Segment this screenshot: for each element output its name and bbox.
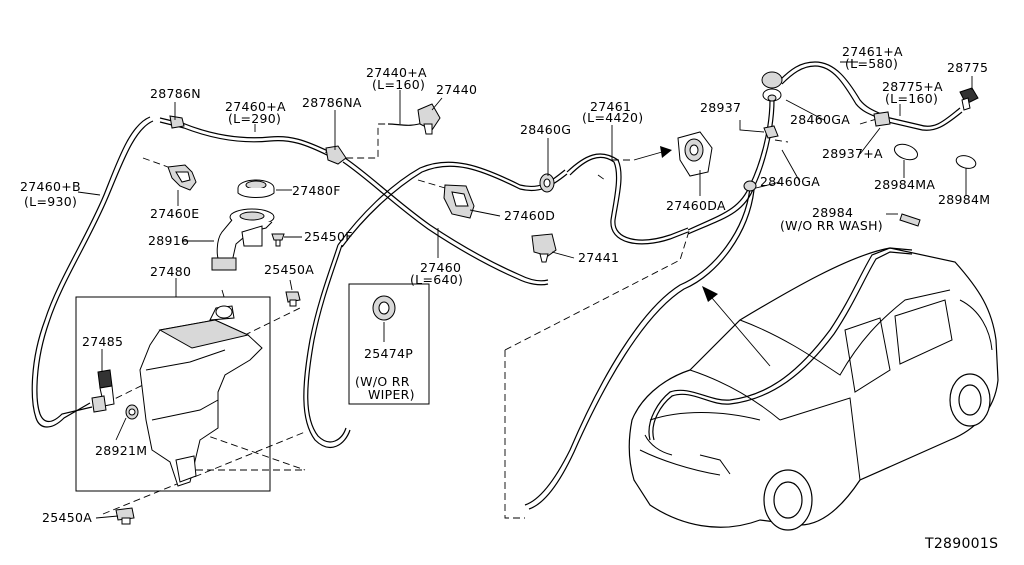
part-labels: 27460+B (L=930) 28786N 27460+A (L=290) 2… — [20, 44, 998, 552]
bolt-25450A-lower — [115, 507, 135, 525]
label-25450F: 25450F — [304, 229, 353, 244]
label-28460G: 28460G — [520, 122, 571, 137]
clip-27460D — [443, 184, 475, 219]
joint-28937-A — [873, 111, 891, 127]
label-27461-A-length: (L=580) — [845, 56, 898, 71]
label-28916: 28916 — [148, 233, 189, 248]
arrow-to-car — [702, 286, 771, 367]
hose-27460-A — [159, 117, 331, 157]
label-27460-A: 27460+A — [225, 99, 286, 114]
label-27440-A-length: (L=160) — [372, 77, 425, 92]
cap-28984M — [955, 155, 977, 169]
grommet-28460GA-top — [761, 71, 783, 102]
label-25450A-lower: 25450A — [42, 510, 92, 525]
grommet-28460GA-lower — [743, 180, 757, 192]
label-27460-B: 27460+B — [20, 179, 81, 194]
label-27480: 27480 — [150, 264, 191, 279]
label-27460E: 27460E — [150, 206, 199, 221]
hose-27460-B — [31, 116, 154, 428]
arrow-to-27460DA — [633, 146, 672, 161]
car-hose-routing — [648, 247, 913, 441]
label-28460GA-lower: 28460GA — [760, 174, 820, 189]
label-28921M: 28921M — [95, 443, 147, 458]
label-28460GA-upper: 28460GA — [790, 112, 850, 127]
grommet-25474P — [372, 295, 396, 321]
label-27440: 27440 — [436, 82, 477, 97]
label-28984M: 28984M — [938, 192, 990, 207]
filler-neck-28916 — [211, 208, 275, 271]
cap-27480F — [237, 179, 275, 198]
label-27460-B-length: (L=930) — [24, 194, 77, 209]
label-28937-A: 28937+A — [822, 146, 883, 161]
label-25450A-upper: 25450A — [264, 262, 314, 277]
clamp-27460E — [167, 164, 197, 191]
hose-27461-A — [779, 61, 963, 131]
leader-lines — [77, 61, 973, 519]
bolt-25450F — [271, 233, 285, 247]
reservoir-group-frame — [75, 296, 271, 492]
diagram-id: T289001S — [924, 536, 998, 552]
nozzle-27440 — [417, 103, 441, 135]
label-27461-length: (L=4420) — [582, 110, 643, 125]
reservoir-27480 — [139, 305, 263, 487]
label-28775-A-length: (L=160) — [885, 91, 938, 106]
nozzle-27441 — [531, 233, 557, 263]
label-28937: 28937 — [700, 100, 741, 115]
grommet-28921M — [125, 404, 139, 420]
hose-loop-center — [303, 161, 568, 448]
label-27460-length: (L=640) — [410, 272, 463, 287]
cap-28984MA — [893, 143, 919, 161]
hose-27461 — [566, 153, 689, 245]
joint-28786N — [169, 115, 185, 129]
label-27485: 27485 — [82, 334, 123, 349]
label-wo-rr-wiper-line1: (W/O RR — [355, 374, 410, 389]
inset-25474P-frame — [348, 283, 430, 405]
label-27461-A: 27461+A — [842, 44, 903, 59]
grommet-28460G — [539, 173, 555, 193]
label-27441: 27441 — [578, 250, 619, 265]
label-28775-A: 28775+A — [882, 79, 943, 94]
joint-28786NA — [325, 145, 347, 165]
joint-28937 — [763, 125, 779, 139]
label-28775: 28775 — [947, 60, 988, 75]
label-27460: 27460 — [420, 260, 461, 275]
hose-27460 — [342, 157, 549, 286]
label-27440-A: 27440+A — [366, 65, 427, 80]
clip-27460DA — [677, 131, 713, 177]
label-wo-rr-wiper-line2: WIPER) — [368, 387, 415, 402]
label-28984: 28984 — [812, 205, 853, 220]
label-27461: 27461 — [590, 99, 631, 114]
plug-28984 — [899, 213, 921, 227]
label-27460D: 27460D — [504, 208, 555, 223]
label-28984MA: 28984MA — [874, 177, 935, 192]
car-outline — [628, 247, 999, 531]
label-25474P: 25474P — [364, 346, 413, 361]
label-28786NA: 28786NA — [302, 95, 362, 110]
pump-27485 — [91, 369, 115, 413]
label-27460-A-length: (L=290) — [228, 111, 281, 126]
hose-to-car — [524, 187, 755, 510]
label-28786N: 28786N — [150, 86, 201, 101]
label-wo-rr-wash: (W/O RR WASH) — [780, 218, 883, 233]
label-27460DA: 27460DA — [666, 198, 726, 213]
nozzle-28775 — [959, 87, 979, 111]
bolt-25450A-upper — [285, 291, 301, 307]
label-27480F: 27480F — [292, 183, 341, 198]
